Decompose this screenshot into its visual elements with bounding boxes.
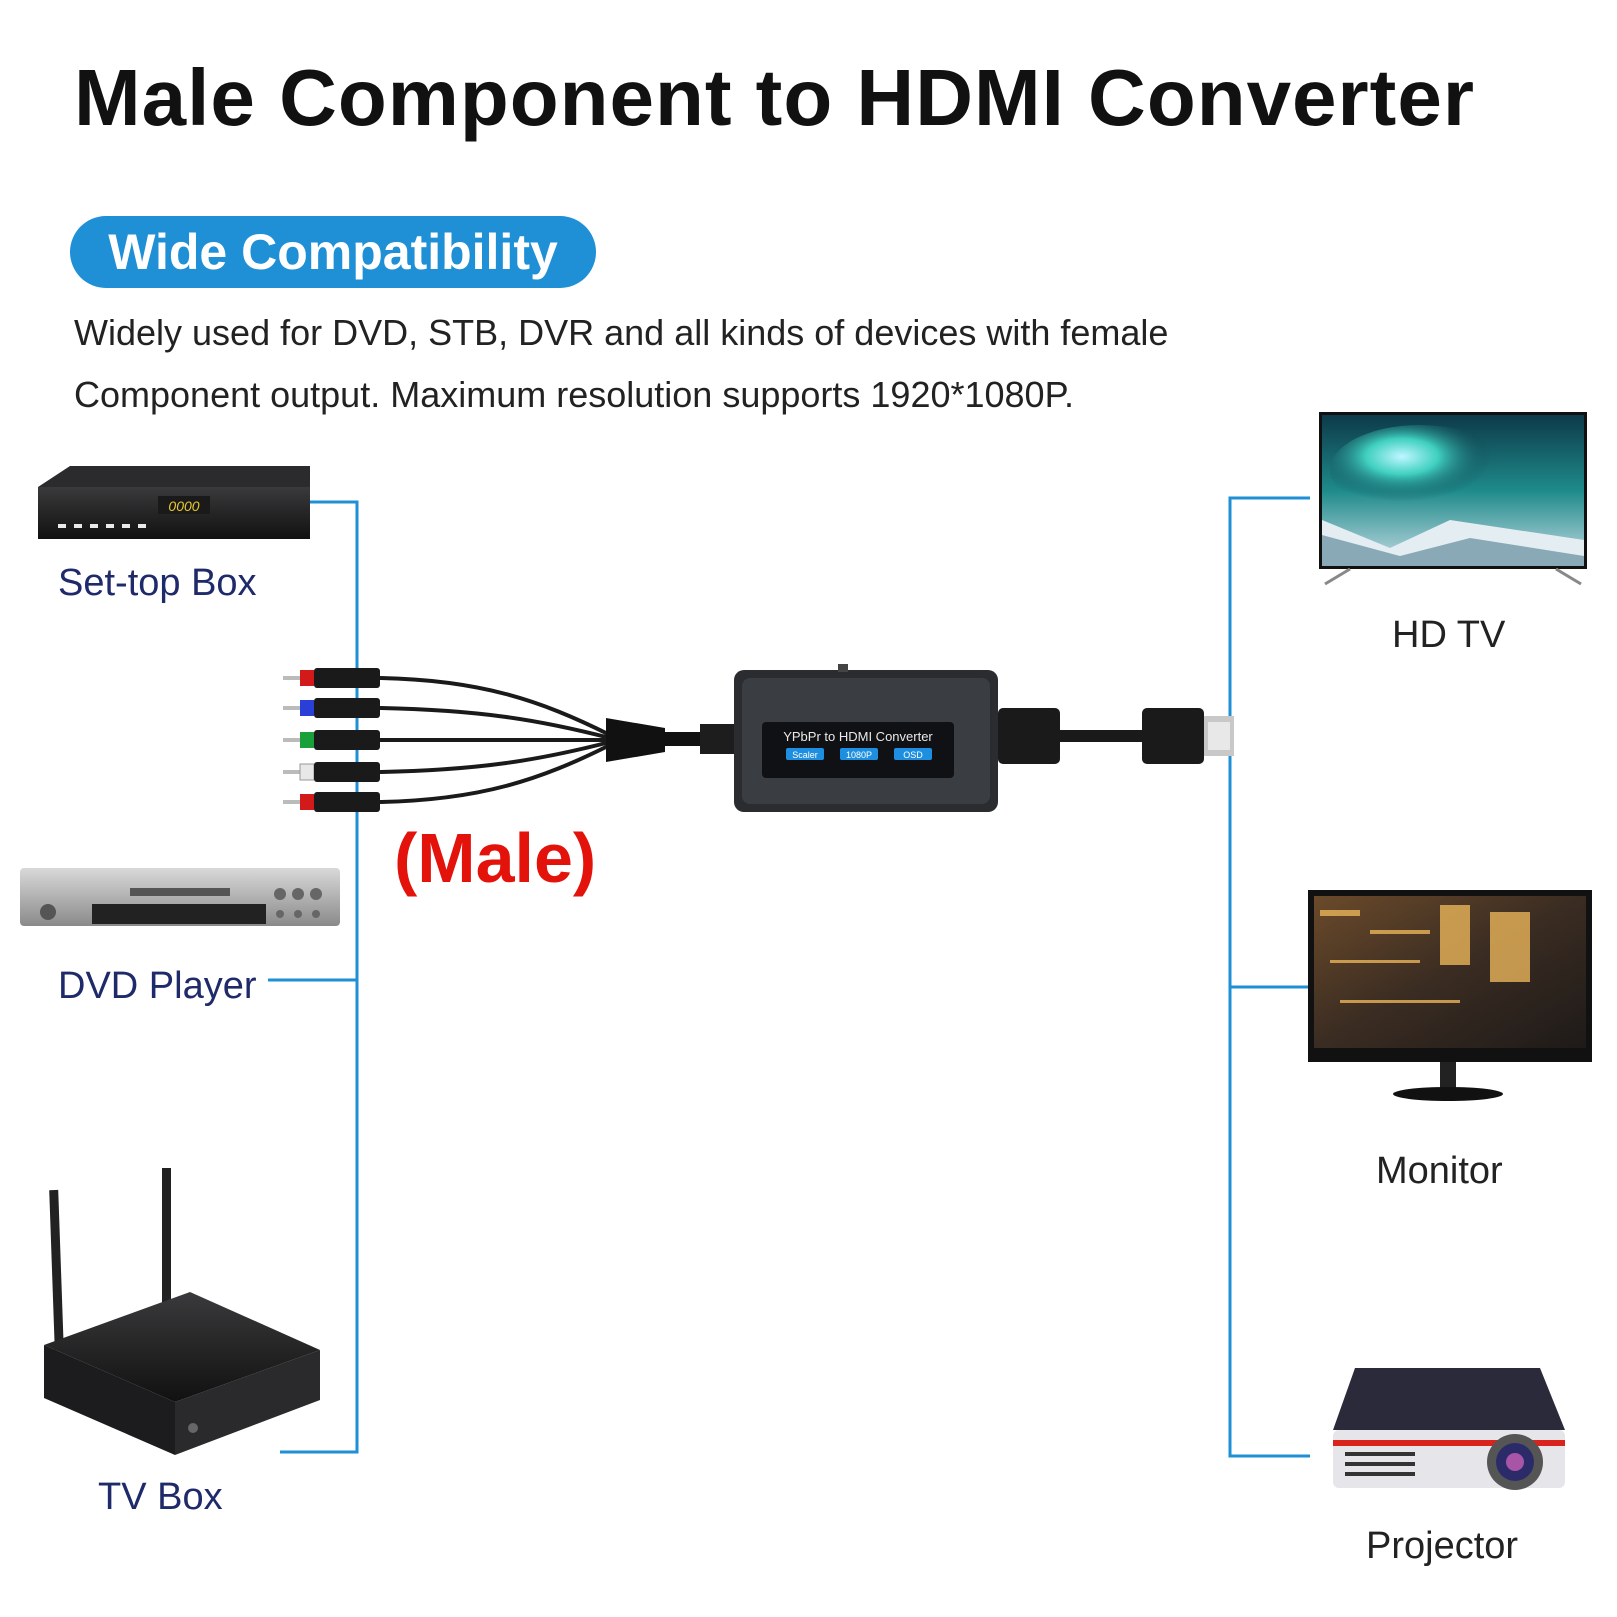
feature-osd: OSD xyxy=(903,750,923,760)
set-top-box-icon: 0000 xyxy=(38,466,310,539)
feature-badge: Wide Compatibility xyxy=(70,216,596,288)
label-projector: Projector xyxy=(1366,1525,1519,1567)
rca-plug-white xyxy=(283,762,380,782)
rca-plug-green xyxy=(283,730,380,750)
label-monitor: Monitor xyxy=(1376,1150,1503,1192)
page-title: Male Component to HDMI Converter xyxy=(74,53,1475,142)
rca-plug-blue xyxy=(283,698,380,718)
converter-name: YPbPr to HDMI Converter xyxy=(783,729,933,744)
hd-tv-icon xyxy=(1319,412,1587,586)
label-set-top-box: Set-top Box xyxy=(58,562,257,604)
set-top-box-display: 0000 xyxy=(168,498,199,514)
feature-scaler: Scaler xyxy=(792,750,818,760)
left-connector-lines xyxy=(268,500,359,1454)
tv-box-icon xyxy=(44,1168,320,1455)
label-dvd-player: DVD Player xyxy=(58,965,257,1007)
component-cable xyxy=(379,676,736,804)
description-line-2: Component output. Maximum resolution sup… xyxy=(74,374,1074,415)
label-tv-box: TV Box xyxy=(98,1476,223,1518)
rca-plug-red xyxy=(283,668,380,688)
monitor-icon xyxy=(1308,890,1592,1101)
rca-plug-red-2 xyxy=(283,792,380,812)
converter-box: YPbPr to HDMI Converter Scaler 1080P OSD xyxy=(734,664,998,812)
label-hd-tv: HD TV xyxy=(1392,614,1506,656)
male-connector-label: (Male) xyxy=(394,819,597,897)
hdmi-plug xyxy=(998,708,1234,764)
feature-1080p: 1080P xyxy=(846,750,872,760)
feature-badge-label: Wide Compatibility xyxy=(108,224,558,280)
description-line-1: Widely used for DVD, STB, DVR and all ki… xyxy=(74,312,1169,353)
projector-icon xyxy=(1333,1368,1565,1490)
dvd-player-icon xyxy=(20,868,340,926)
right-connector-lines xyxy=(1200,496,1310,1458)
